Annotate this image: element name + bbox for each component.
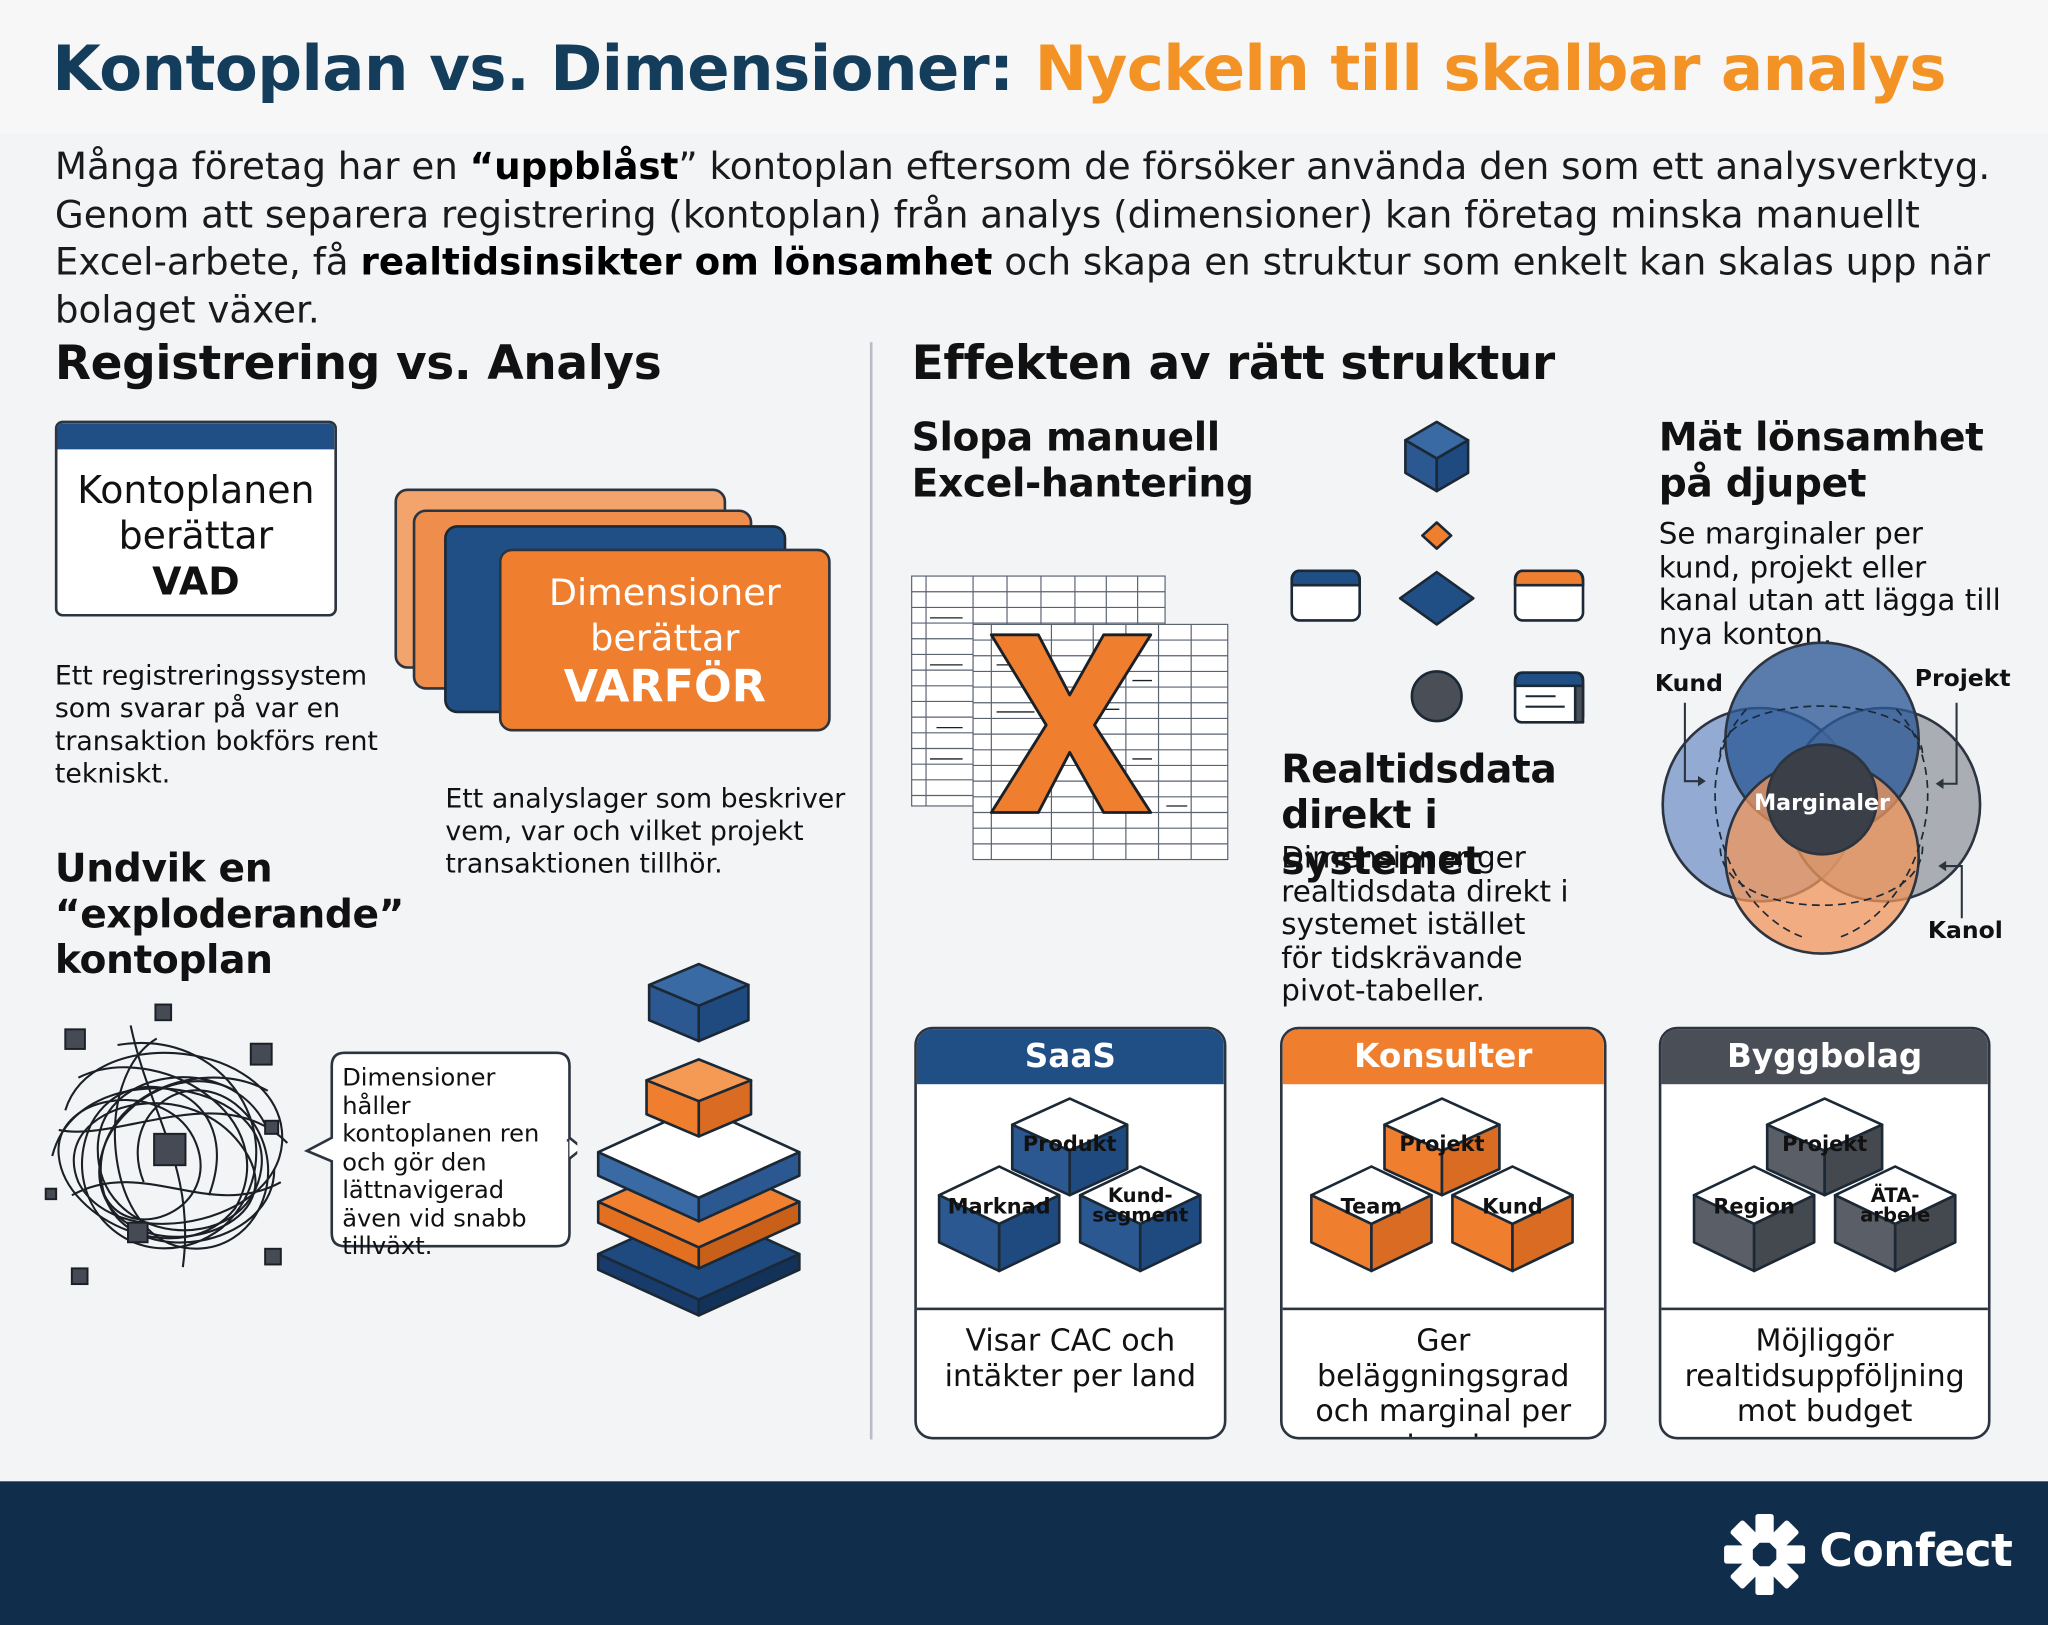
brand-name: Confect [1819, 1525, 2013, 1578]
speech-bubble-shape [303, 1051, 578, 1248]
dimension-line2: berättar [590, 616, 740, 660]
kontoplan-description: Ett registreringssystem som svarar på va… [54, 659, 378, 789]
lonsamhet-description: Se marginaler per kund, projekt eller ka… [1658, 517, 2001, 652]
kontoplan-box-bar [57, 423, 335, 450]
spreadsheet-cancel-icon [911, 575, 1229, 861]
header-band [0, 0, 2048, 134]
heading-realtid: Realtidsdata direkt i systemet [1281, 747, 1557, 885]
card-title: Konsulter [1282, 1029, 1604, 1085]
title-accent: Nyckeln till skalbar analys [1034, 32, 1947, 106]
cube-label-right-2: arbele [1860, 1203, 1930, 1226]
cube-label-right-1: Kund [1482, 1195, 1542, 1219]
page-title: Kontoplan vs. Dimensioner: Nyckeln till … [52, 29, 1946, 110]
heading-lonsamhet: Mät lönsamhet på djupet [1658, 415, 1984, 507]
tangled-lines-icon [44, 1003, 289, 1286]
dimension-icons-cluster [1290, 420, 1585, 724]
confect-logo-icon [1724, 1513, 1806, 1595]
cubes-konsulter-icon: Projekt Team Kund [1310, 1097, 1574, 1273]
cube-label-top: Produkt [1023, 1132, 1117, 1156]
cubes-saas-icon: Produkt Marknad Kund- segment [937, 1097, 1202, 1273]
footer-band [0, 1481, 2048, 1625]
cube-label-left: Region [1713, 1195, 1795, 1219]
realtid-description: Dimensioner ger realtidsdata direkt i sy… [1281, 841, 1569, 1009]
venn-label-projekt: Projekt [1915, 664, 2011, 692]
card-title: Byggbolag [1661, 1029, 1988, 1085]
venn-label-kanol: Kanol [1928, 916, 2003, 944]
cube-label-top: Projekt [1399, 1132, 1484, 1156]
card-title: SaaS [916, 1029, 1224, 1085]
cubes-byggbolag-icon: Projekt Region ÄTA- arbele [1692, 1097, 1957, 1273]
column-divider [869, 342, 873, 1440]
dimension-card-front: Dimensioner berättar VARFÖR [498, 548, 831, 732]
cube-label-left: Marknad [948, 1195, 1051, 1219]
heading-excel: Slopa manuell Excel-hantering [911, 415, 1254, 507]
dimension-line3: VARFÖR [563, 660, 766, 714]
kontoplan-line3: VAD [152, 559, 240, 604]
intro-bold-1: “uppblåst [469, 144, 679, 189]
venn-label-marginaler: Marginaler [1754, 790, 1890, 816]
cube-label-left: Team [1341, 1195, 1402, 1219]
cube-label-right-1: ÄTA- [1871, 1183, 1920, 1207]
dimension-description: Ett analyslager som beskriver vem, var o… [445, 782, 846, 880]
heading-undvik: Undvik en “exploderande” kontoplan [54, 846, 405, 984]
speech-bubble-text: Dimensioner håller kontoplanen ren och g… [342, 1064, 540, 1261]
heading-effekten: Effekten av rätt struktur [911, 337, 1556, 391]
kontoplan-line1: Kontoplanen [77, 467, 315, 513]
venn-label-kund: Kund [1655, 669, 1723, 697]
cube-label-right-2: segment [1092, 1203, 1188, 1226]
stacked-blocks-icon [596, 962, 801, 1317]
dimension-line1: Dimensioner [548, 570, 781, 614]
card-text: Ger beläggningsgrad och marginal per kun… [1315, 1324, 1572, 1437]
title-main: Kontoplan vs. Dimensioner: [52, 32, 1014, 106]
cube-label-right-1: Kund- [1108, 1184, 1173, 1207]
intro-bold-2: realtidsinsikter om lönsamhet [360, 240, 993, 284]
kontoplan-box: Kontoplanen berättar VAD [54, 420, 337, 617]
kontoplan-line2: berättar [118, 513, 274, 558]
venn-diagram: Kund Projekt Kanol Marginaler [1655, 641, 2011, 955]
heading-registrering-vs-analys: Registrering vs. Analys [54, 337, 662, 391]
intro-paragraph: Många företag har en “uppblåst” kontopla… [54, 144, 1991, 332]
card-text: Visar CAC och intäkter per land [944, 1324, 1197, 1394]
card-text: Möjliggör realtidsuppföljning mot budget [1684, 1324, 1965, 1430]
cube-label-top: Projekt [1782, 1132, 1867, 1156]
